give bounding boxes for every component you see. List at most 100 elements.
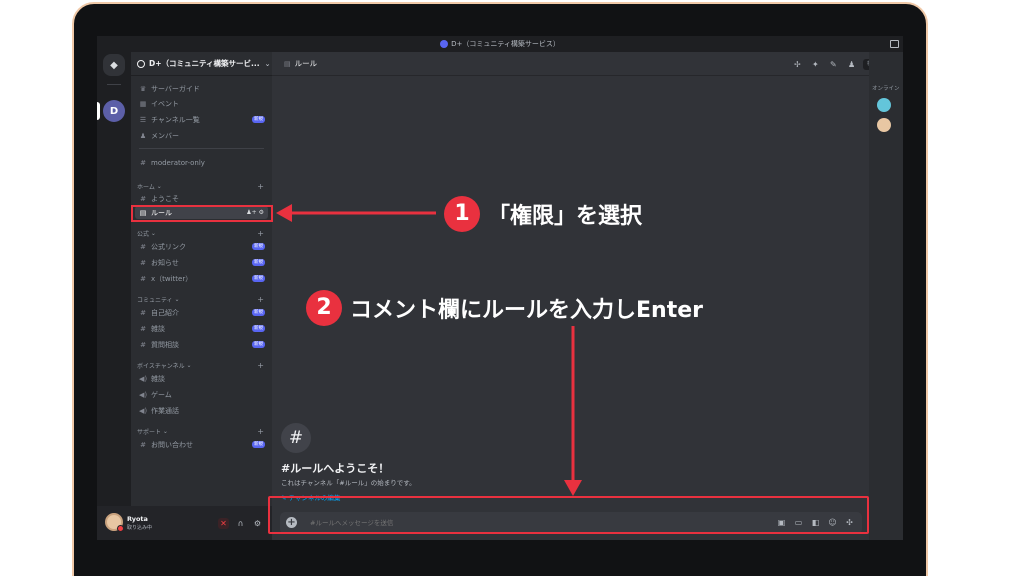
rules-icon: ▤ xyxy=(139,208,147,217)
voice-channel-chat[interactable]: ◀) 雑談 xyxy=(135,372,268,385)
new-badge: 新規 xyxy=(252,441,265,448)
members-online-label: オンライン xyxy=(872,86,900,92)
channel-label: 公式リンク xyxy=(151,242,186,251)
add-channel-icon[interactable]: + xyxy=(257,181,264,191)
discord-logo-icon[interactable]: ◆ xyxy=(103,54,125,76)
category-community[interactable]: コミュニティ ⌄ + xyxy=(137,294,264,304)
category-voice[interactable]: ボイスチャンネル ⌄ + xyxy=(137,360,264,370)
gif-icon[interactable]: ▭ xyxy=(794,518,803,527)
channel-questions[interactable]: # 質問相談 新規 xyxy=(135,338,268,351)
channel-news[interactable]: # お知らせ 新規 xyxy=(135,256,268,269)
channel-label: 作業通話 xyxy=(151,406,179,415)
welcome-title: #ルールへようこそ！ xyxy=(281,462,390,475)
server-emblem-icon xyxy=(137,59,145,68)
new-badge: 新規 xyxy=(252,243,265,250)
sidebar-item-server-guide[interactable]: ♛ サーバーガイド xyxy=(135,82,268,95)
plus-icon[interactable]: + xyxy=(286,517,297,528)
emoji-icon[interactable]: ☺ xyxy=(828,518,837,527)
channel-self-intro[interactable]: # 自己紹介 新規 xyxy=(135,306,268,319)
edit-channel-label: チャンネルの編集 xyxy=(288,494,341,502)
sidebar-item-label: チャンネル一覧 xyxy=(151,115,200,124)
title-bar: D+（コミュニティ構築サービス） xyxy=(97,36,903,52)
user-status: 取り込み中 xyxy=(127,525,153,531)
server-name: D+（コミュニティ構築サービ... xyxy=(149,59,260,68)
hash-icon: # xyxy=(140,340,146,349)
trophy-icon: ♛ xyxy=(139,84,147,93)
welcome-description: これはチャンネル「#ルール」の始まりです。 xyxy=(281,479,416,487)
pencil-icon: ✎ xyxy=(281,494,287,502)
apps-icon[interactable]: ✣ xyxy=(846,518,853,527)
channel-chat[interactable]: # 雑談 新規 xyxy=(135,322,268,335)
channel-label: お問い合わせ xyxy=(151,440,193,449)
sidebar-item-moderator-only[interactable]: # moderator-only xyxy=(135,156,268,169)
sidebar-item-events[interactable]: ▦ イベント xyxy=(135,97,268,110)
voice-channel-game[interactable]: ◀) ゲーム xyxy=(135,388,268,401)
edit-channel-link[interactable]: ✎ チャンネルの編集 xyxy=(281,492,340,502)
server-header[interactable]: D+（コミュニティ構築サービ... ⌄ xyxy=(131,52,272,76)
add-channel-icon[interactable]: + xyxy=(257,294,264,304)
sidebar-item-channel-list[interactable]: ☰ チャンネル一覧 新規 xyxy=(135,113,268,126)
sidebar-item-label: イベント xyxy=(151,99,179,108)
channel-twitter[interactable]: # x（twitter） 新規 xyxy=(135,272,268,285)
channel-title: ルール xyxy=(294,59,318,68)
channel-settings-icons[interactable]: ♟+ ⚙ xyxy=(246,209,264,216)
channel-welcome[interactable]: # ようこそ xyxy=(135,192,268,205)
notification-bell-icon[interactable]: ✦ xyxy=(812,60,819,69)
channel-header: ▤ ルール xyxy=(272,52,869,76)
sidebar-divider xyxy=(139,148,264,149)
category-official[interactable]: 公式 ⌄ + xyxy=(137,228,264,238)
chevron-down-icon: ⌄ xyxy=(264,59,271,68)
hash-icon: # xyxy=(140,324,146,333)
pin-icon[interactable]: ✎ xyxy=(830,60,837,69)
member-list-icon[interactable]: ♟ xyxy=(848,60,856,69)
threads-icon[interactable]: ✢ xyxy=(794,60,801,69)
speaker-icon: ◀) xyxy=(138,374,148,383)
add-channel-icon[interactable]: + xyxy=(257,360,264,370)
channel-rules[interactable]: ▤ ルール ♟+ ⚙ xyxy=(135,206,268,219)
category-home[interactable]: ホーム ⌄ + xyxy=(137,181,264,191)
channel-label: ゲーム xyxy=(151,390,172,399)
server-small-icon xyxy=(440,40,449,48)
window-title: D+（コミュニティ構築サービス） xyxy=(451,40,560,48)
server-icon[interactable]: D xyxy=(103,100,125,122)
user-panel: Ryota 取り込み中 ✕ ∩ ⚙ xyxy=(97,506,272,540)
sidebar-item-members[interactable]: ♟ メンバー xyxy=(135,129,268,142)
message-input[interactable] xyxy=(310,512,730,534)
channel-official-links[interactable]: # 公式リンク 新規 xyxy=(135,240,268,253)
hash-icon: # xyxy=(140,242,146,251)
hash-icon: # xyxy=(140,308,146,317)
gift-icon[interactable]: ▣ xyxy=(777,518,786,527)
new-badge: 新規 xyxy=(252,259,265,266)
sidebar-item-label: メンバー xyxy=(151,131,179,140)
new-badge: 新規 xyxy=(252,275,265,282)
hash-icon: # xyxy=(140,258,146,267)
hash-lock-icon: # xyxy=(140,158,146,167)
category-name: ホーム xyxy=(137,183,155,191)
new-badge: 新規 xyxy=(252,116,265,123)
sidebar-item-label: サーバーガイド xyxy=(151,84,200,93)
step-number: 2 xyxy=(306,290,342,326)
category-name: ボイスチャンネル xyxy=(137,362,185,370)
avatar[interactable] xyxy=(877,118,891,132)
headphones-icon[interactable]: ∩ xyxy=(237,519,244,528)
channel-label: 自己紹介 xyxy=(151,308,179,317)
avatar[interactable] xyxy=(877,98,891,112)
inbox-icon[interactable] xyxy=(890,40,899,48)
add-channel-icon[interactable]: + xyxy=(257,228,264,238)
gear-icon[interactable]: ⚙ xyxy=(253,519,262,528)
member-list: オンライン xyxy=(869,52,903,540)
sidebar-item-label: moderator-only xyxy=(151,158,205,167)
channel-label: 雑談 xyxy=(151,374,165,383)
channel-contact[interactable]: # お問い合わせ 新規 xyxy=(135,438,268,451)
highlight-message-composer xyxy=(268,496,869,534)
add-channel-icon[interactable]: + xyxy=(257,426,264,436)
category-support[interactable]: サポート ⌄ + xyxy=(137,426,264,436)
category-name: コミュニティ xyxy=(137,296,173,304)
voice-channel-work[interactable]: ◀) 作業通話 xyxy=(135,404,268,417)
sticker-icon[interactable]: ◧ xyxy=(811,518,820,527)
mic-muted-icon[interactable]: ✕ xyxy=(218,518,229,529)
step-text: コメント欄にルールを入力しEnter xyxy=(350,298,703,323)
step-number: 1 xyxy=(444,196,480,232)
channel-label: 雑談 xyxy=(151,324,165,333)
new-badge: 新規 xyxy=(252,325,265,332)
